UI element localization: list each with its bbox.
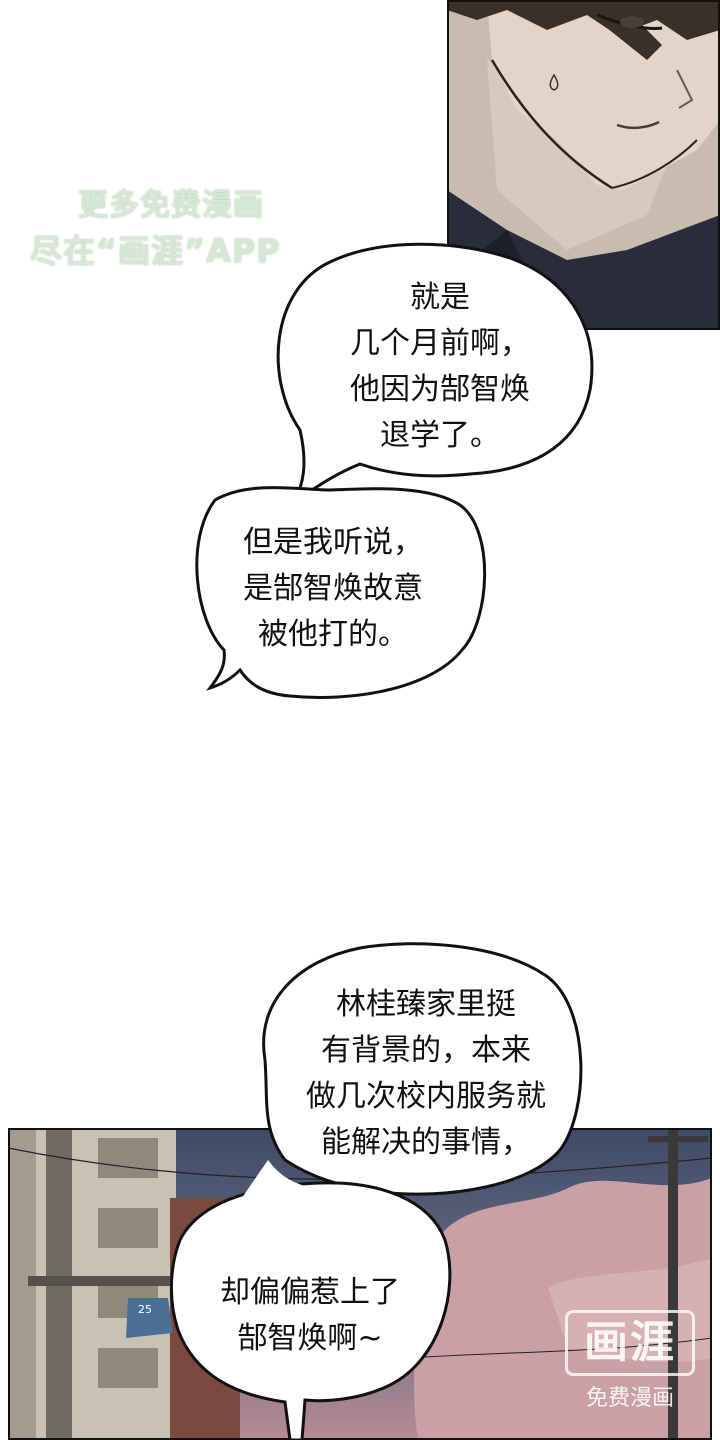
bubble-4-line-2: 郜智焕啊~	[237, 1321, 383, 1356]
speech-bubble-2	[195, 486, 487, 699]
bubble-3-line-1: 林桂臻家里挺	[336, 987, 516, 1022]
bubble-1-line-4: 退学了。	[380, 418, 500, 453]
bubble-3-line-3: 做几次校内服务就	[306, 1079, 546, 1114]
bubble-1-line-1: 就是	[410, 280, 470, 315]
bubble-1-line-3: 他因为郜智焕	[350, 372, 530, 407]
watermark-line1: 更多免费漫画	[78, 188, 264, 223]
character-illustration	[447, 0, 720, 330]
bubble-2-text: 但是我听说， 是郜智焕故意 被他打的。	[218, 520, 448, 658]
watermark-tagline: 免费漫画	[585, 1386, 674, 1411]
bubble-1-line-2: 几个月前啊，	[350, 326, 530, 361]
bubble-2-line-3: 被他打的。	[258, 617, 408, 652]
bubble-4-text: 却偏偏惹上了 郜智焕啊~	[190, 1270, 430, 1362]
watermark-top: 更多免费漫画 尽在“画涯”APP	[30, 180, 330, 272]
watermark-bottom: 画涯 免费漫画	[565, 1310, 695, 1412]
watermark-line2: 尽在“画涯”APP	[30, 232, 281, 270]
watermark-brand: 画涯	[565, 1310, 695, 1376]
bubble-3-text: 林桂臻家里挺 有背景的，本来 做几次校内服务就 能解决的事情，	[276, 982, 576, 1166]
bubble-2-line-2: 是郜智焕故意	[243, 571, 423, 606]
bubble-1-text: 就是 几个月前啊， 他因为郜智焕 退学了。	[322, 275, 558, 459]
bubble-4-line-1: 却偏偏惹上了	[220, 1275, 400, 1310]
street-sign-number: 25	[138, 1303, 152, 1316]
speech-bubble-4	[170, 1181, 452, 1440]
bubble-3-line-2: 有背景的，本来	[321, 1033, 531, 1068]
speech-bubble-1	[276, 242, 594, 507]
bubble-2-line-1: 但是我听说，	[243, 525, 423, 560]
character-panel	[447, 0, 720, 330]
bubble-3-line-4: 能解决的事情，	[321, 1125, 531, 1160]
speech-bubble-3	[262, 942, 583, 1196]
